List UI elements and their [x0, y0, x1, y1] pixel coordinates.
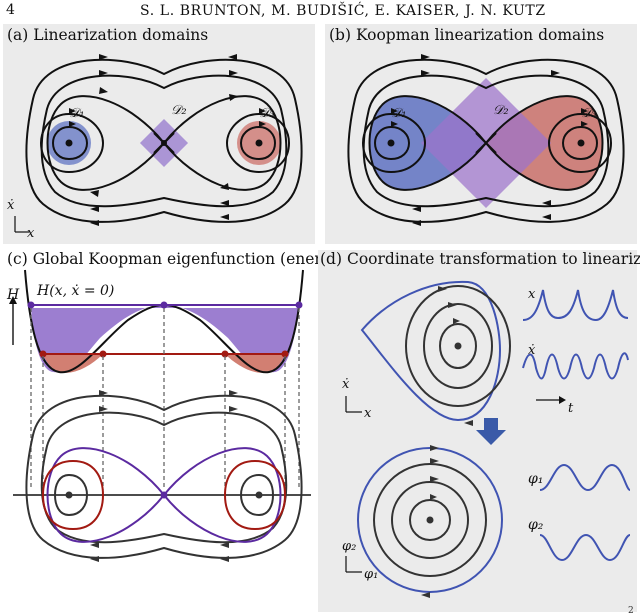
label-d1: 𝒟₁	[69, 106, 85, 121]
panel-c-title: (c) Global Koopman eigenfunction (energy…	[7, 250, 347, 268]
panel-a-title: (a) Linearization domains	[7, 26, 208, 44]
axis-a-y: ẋ	[7, 198, 15, 213]
orbit-right-inner-2	[239, 125, 277, 161]
orbit-right-inner-1	[225, 112, 291, 174]
teardrop-orbit	[360, 280, 502, 422]
axis-d-y-top: ẋ	[342, 377, 350, 392]
label-b-d3: 𝒟₃	[581, 106, 597, 121]
ts-label-phi1: φ₁	[528, 471, 544, 487]
panel-d-title: (d) Coordinate transformation to lineari…	[320, 250, 640, 268]
label-b-d1: 𝒟₁	[391, 106, 407, 121]
panel-b: (b) Koopman linearization domains	[325, 24, 637, 244]
panel-d-title-text: Coordinate transformation to linearize	[346, 250, 640, 268]
panel-a-tag: (a)	[7, 26, 29, 44]
transform-arrow	[476, 418, 506, 445]
red-orbit-left	[41, 459, 105, 531]
running-header: S. L. BRUNTON, M. BUDIŠIĆ, E. KAISER, J.…	[140, 3, 546, 19]
orbit-left-inner-2	[51, 125, 89, 161]
axis-a-x: x	[27, 226, 35, 241]
ts-label-x: x	[528, 287, 536, 302]
orbit-outer-2	[40, 74, 288, 208]
panel-c: (c) Global Koopman eigenfunction (energy…	[3, 250, 347, 612]
orbit-left-inner-1	[39, 112, 105, 174]
panel-a-phase-portrait	[14, 54, 303, 233]
axis-d-y-bot: φ₂	[342, 539, 357, 554]
panel-b-phase-portrait	[347, 54, 625, 226]
label-d2: 𝒟₂	[171, 103, 187, 118]
panel-c-title-text: Global Koopman eigenfunction (energy)	[32, 250, 347, 268]
panel-c-tag: (c)	[7, 250, 28, 268]
red-orbit-right	[223, 459, 287, 531]
page-number: 4	[6, 2, 16, 18]
label-energy: H(x, ẋ = 0)	[37, 283, 115, 299]
label-d3: 𝒟₃	[259, 106, 275, 121]
fixed-point-right	[255, 139, 263, 147]
panel-a: (a) Linearization domains	[3, 24, 315, 244]
ts-xdot-curve	[522, 352, 629, 380]
label-h: H	[7, 287, 20, 303]
energy-purple-fill	[31, 305, 299, 373]
axis-d-x-top: x	[364, 406, 372, 421]
fixed-point-left	[65, 139, 73, 147]
panel-d-diagram	[345, 280, 631, 598]
label-b-d2: 𝒟₂	[493, 103, 509, 118]
ts-phi2-curve	[539, 533, 631, 562]
footer-mark: 2	[628, 606, 634, 616]
ts-x-curve	[522, 289, 629, 322]
ts-label-t: t	[568, 401, 574, 416]
panel-b-title-text: Koopman linearization domains	[355, 26, 605, 44]
panel-c-energy-and-portrait	[9, 269, 311, 562]
axis-d-x-bot: φ₁	[364, 567, 379, 582]
panel-b-tag: (b)	[329, 26, 352, 44]
panel-d: (d) Coordinate transformation to lineari…	[318, 250, 640, 612]
panel-a-title-text: Linearization domains	[33, 26, 209, 44]
ts-label-phi2: φ₂	[528, 517, 544, 533]
ts-phi1-curve	[539, 463, 631, 492]
orbit-outer-1	[25, 58, 303, 223]
panel-d-tag: (d)	[320, 250, 343, 268]
ts-label-xdot: ẋ	[528, 343, 536, 358]
panel-b-title: (b) Koopman linearization domains	[329, 26, 604, 44]
